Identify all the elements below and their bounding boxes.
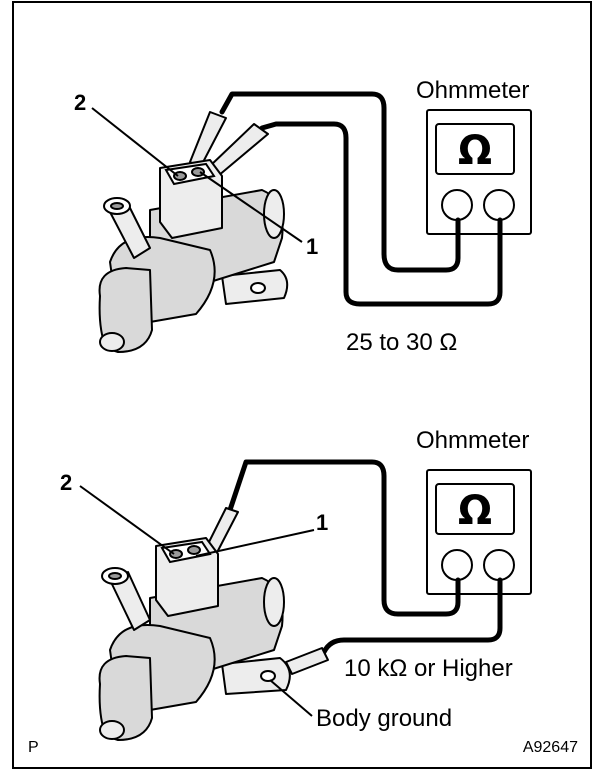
bottom-ohmmeter-label: Ohmmeter: [416, 427, 529, 454]
top-resistance-reading: 25 to 30 Ω: [346, 329, 457, 356]
bottom-terminal-2-label: 2: [60, 470, 72, 495]
bottom-meter-jack-right: [483, 549, 515, 581]
bottom-terminal-1-label: 1: [316, 510, 328, 535]
top-terminal-1-leader: [199, 171, 303, 243]
bottom-terminal-1-leader: [195, 529, 315, 557]
bottom-terminal-2-leader: [79, 485, 175, 555]
top-wire-2: [259, 121, 503, 307]
top-terminal-2-label: 2: [74, 90, 86, 115]
diagram-border: [12, 1, 592, 769]
top-terminal-1-label: 1: [306, 234, 318, 259]
body-ground-label: Body ground: [316, 705, 452, 732]
bottom-resistance-reading: 10 kΩ or Higher: [344, 655, 513, 682]
top-meter-jack-right: [483, 189, 515, 221]
top-ohm-symbol: Ω: [458, 128, 492, 174]
top-ohmmeter: Ω: [426, 109, 532, 235]
bottom-diagram: Ω Ohmmeter: [60, 427, 532, 741]
body-ground-leader: [269, 679, 313, 717]
bottom-wire-1: [227, 459, 461, 617]
top-diagram: Ω Ohmmeter: [74, 77, 532, 356]
top-vsv-valve: [98, 159, 289, 353]
bottom-meter-jack-left: [441, 549, 473, 581]
bottom-probe-ground: [285, 647, 329, 675]
bottom-ohm-symbol: Ω: [458, 488, 492, 534]
bottom-ohmmeter: Ω: [426, 469, 532, 595]
top-terminal-2-leader: [91, 107, 179, 177]
footer-left-code: P: [28, 739, 39, 756]
top-wire-1: [219, 91, 461, 273]
figure-id: A92647: [523, 739, 578, 756]
bottom-vsv-valve: [98, 537, 291, 741]
top-ohmmeter-label: Ohmmeter: [416, 77, 529, 104]
top-meter-jack-left: [441, 189, 473, 221]
bottom-wire-2: [321, 577, 503, 655]
